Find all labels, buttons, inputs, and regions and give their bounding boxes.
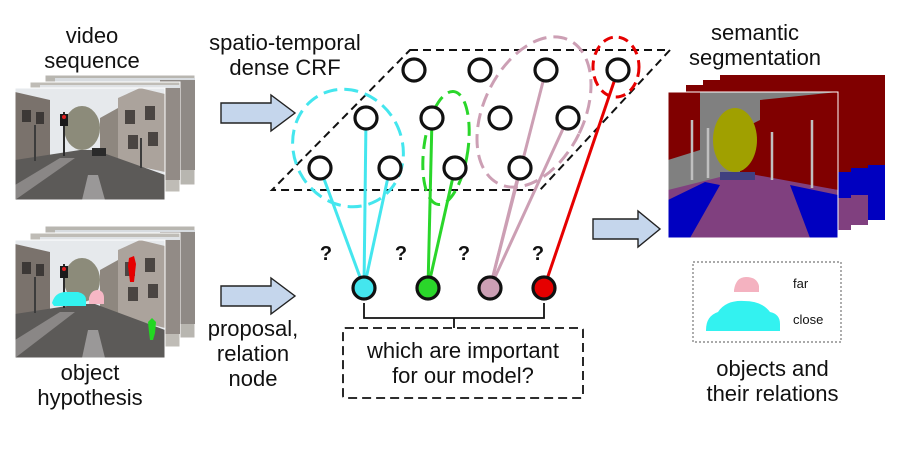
right-arrow-icon (220, 276, 297, 316)
question-mark: ? (395, 243, 407, 265)
crf-node (507, 155, 533, 181)
legend-close-label: close (793, 312, 824, 327)
right-arrow-icon (220, 93, 297, 133)
crf-nodes (307, 57, 631, 181)
legend-far-label: far (793, 276, 809, 291)
segmentation-frame (667, 91, 839, 239)
crf-node (605, 57, 631, 83)
crf-node (533, 57, 559, 83)
car-blob-far (89, 290, 104, 304)
car-blob-close (52, 292, 86, 306)
crf-node (487, 105, 513, 131)
crf-node (419, 105, 445, 131)
crf-node (467, 57, 493, 83)
legend-close-swatch (706, 300, 780, 331)
red-group-ellipse (591, 35, 641, 99)
pole-blob-red (128, 256, 136, 282)
crf-node (377, 155, 403, 181)
legend-far-swatch (734, 277, 759, 292)
proposal-node-green (415, 275, 441, 301)
bracket (363, 303, 545, 328)
question-mark: ? (532, 243, 544, 265)
segmentation-stack (667, 75, 885, 239)
person-blob-green (148, 318, 156, 340)
crf-node (442, 155, 468, 181)
question-box (342, 327, 584, 399)
question-mark: ? (458, 243, 470, 265)
mauve-group-ellipse (475, 35, 593, 189)
green-group-ellipse (421, 89, 471, 207)
crf-node (555, 105, 581, 131)
cyan-group-ellipse (291, 87, 405, 209)
right-arrow-icon (592, 209, 662, 249)
crf-node (307, 155, 333, 181)
object-hypothesis-stack (14, 225, 196, 359)
video-sequence-stack (14, 74, 196, 201)
proposal-node-cyan (351, 275, 377, 301)
crf-node (353, 105, 379, 131)
street-frame-objects (15, 240, 165, 358)
question-mark: ? (320, 243, 332, 265)
crf-plane (269, 49, 673, 191)
proposal-nodes (351, 275, 557, 301)
proposal-node-mauve (477, 275, 503, 301)
street-frame (15, 88, 165, 200)
crf-node (401, 57, 427, 83)
proposal-node-red (531, 275, 557, 301)
